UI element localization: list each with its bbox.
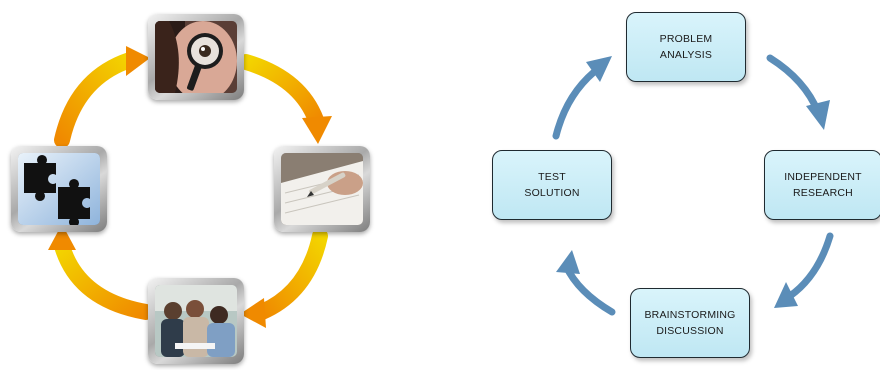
image-tile-magnifier <box>148 14 244 100</box>
group-discussion-icon <box>155 285 237 357</box>
step-label: BRAINSTORMING DISCUSSION <box>644 309 736 337</box>
image-tile-group-discussion <box>148 278 244 364</box>
step-independent-research: INDEPENDENT RESEARCH <box>764 150 880 220</box>
step-brainstorming-discussion: BRAINSTORMING DISCUSSION <box>630 288 750 358</box>
arrow-research-to-brainstorming-head <box>774 282 798 308</box>
arrow-bottom-to-left-head <box>48 224 76 250</box>
image-tile-puzzle <box>11 146 107 232</box>
arrow-analysis-to-research-head <box>806 100 830 130</box>
arrow-right-to-bottom <box>254 228 328 320</box>
image-tile-pen-writing <box>274 146 370 232</box>
pen-writing-icon <box>281 153 363 225</box>
arrow-bottom-to-left <box>54 238 154 320</box>
arrow-analysis-to-research <box>766 54 822 116</box>
arrow-top-to-right <box>238 54 324 128</box>
arrow-test-to-analysis <box>552 68 598 140</box>
step-problem-analysis: PROBLEM ANALYSIS <box>626 12 746 82</box>
arrow-test-to-analysis-head <box>586 56 612 82</box>
step-label: TEST SOLUTION <box>524 171 580 199</box>
arrow-left-to-top-head <box>126 46 150 76</box>
magnifier-eye-icon <box>155 21 237 93</box>
arrow-right-to-bottom-head <box>240 298 266 328</box>
puzzle-pieces-icon <box>18 153 100 225</box>
arrow-top-to-right-head <box>302 116 332 144</box>
arrow-brainstorming-to-test-head <box>556 250 580 274</box>
arrow-left-to-top <box>54 52 138 148</box>
step-label: PROBLEM ANALYSIS <box>659 33 713 61</box>
step-label: INDEPENDENT RESEARCH <box>784 171 862 199</box>
step-test-solution: TEST SOLUTION <box>492 150 612 220</box>
arrow-research-to-brainstorming <box>786 232 834 300</box>
